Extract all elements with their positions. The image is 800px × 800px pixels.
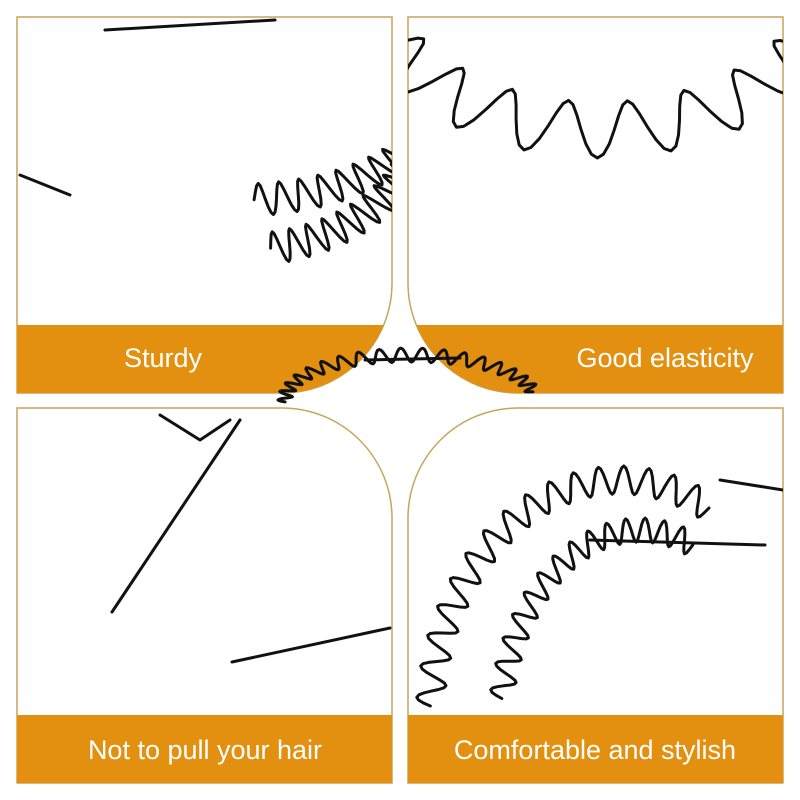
headband-wire — [718, 478, 783, 492]
headband-wire — [252, 104, 392, 216]
headband-wire — [110, 418, 242, 614]
headband-wire — [363, 356, 462, 362]
headband-wire — [415, 464, 711, 708]
headband-wire — [276, 346, 538, 404]
headband-wire — [408, 17, 783, 160]
panel-not-pull-hair: Not to pull your hair — [16, 407, 393, 784]
headband-wire — [230, 626, 392, 664]
center-headband — [276, 346, 538, 404]
panel-label: Sturdy — [124, 343, 203, 373]
label-bar — [17, 715, 392, 783]
panel-comfortable-stylish: Comfortable and stylish — [407, 407, 784, 784]
headband-wire — [269, 131, 392, 263]
headband-wire — [103, 18, 277, 32]
label-bar — [17, 325, 392, 393]
panel-label: Good elasticity — [576, 343, 754, 373]
headband-wire — [18, 173, 72, 197]
label-bar — [408, 715, 783, 783]
headband-wire — [158, 413, 232, 442]
panel-good-elasticity: Good elasticity — [407, 16, 784, 394]
panel-label: Not to pull your hair — [88, 735, 322, 765]
panel-label: Comfortable and stylish — [454, 735, 736, 765]
label-bar — [408, 325, 783, 393]
panel-sturdy: Sturdy — [16, 16, 393, 394]
headband-wire — [588, 538, 767, 547]
